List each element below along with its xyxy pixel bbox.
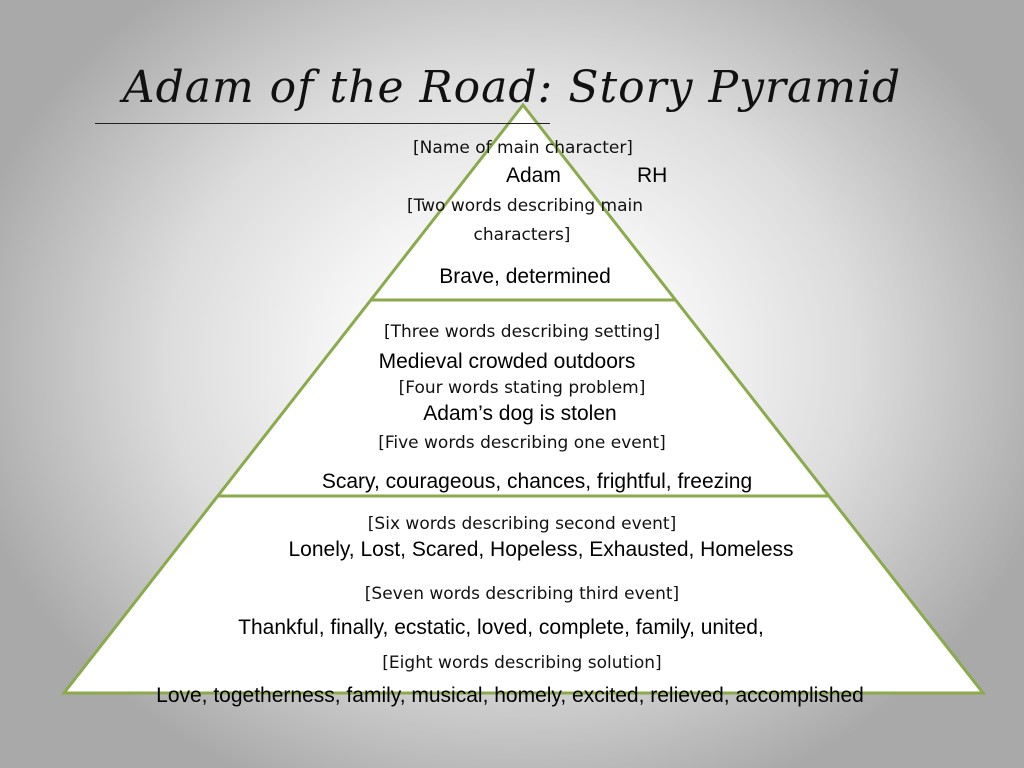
six-words-answer: Lonely, Lost, Scared, Hopeless, Exhauste…	[288, 538, 794, 561]
name-answer-adam: Adam	[506, 164, 561, 187]
two-words-prompt-line2: characters]	[473, 225, 571, 245]
four-words-answer: Adam’s dog is stolen	[423, 402, 617, 425]
three-words-answer: Medieval crowded outdoors	[378, 350, 636, 373]
seven-words-answer: Thankful, finally, ecstatic, loved, comp…	[238, 616, 764, 639]
two-words-answer: Brave, determined	[439, 265, 611, 288]
three-words-prompt: [Three words describing setting]	[384, 322, 660, 342]
pyramid-triangle	[60, 102, 987, 695]
title-underline	[95, 123, 550, 124]
five-words-prompt: [Five words describing one event]	[378, 433, 666, 453]
eight-words-prompt: [Eight words describing solution]	[382, 653, 662, 673]
seven-words-prompt: [Seven words describing third event]	[364, 584, 680, 604]
two-words-prompt-line1: [Two words describing main	[406, 196, 644, 216]
five-words-answer: Scary, courageous, chances, frightful, f…	[321, 470, 753, 493]
four-words-prompt: [Four words stating problem]	[398, 378, 646, 398]
slide-title: Adam of the Road: Story Pyramid	[122, 62, 902, 113]
six-words-prompt: [Six words describing second event]	[367, 514, 677, 534]
eight-words-answer: Love, togetherness, family, musical, hom…	[156, 684, 864, 707]
name-prompt: [Name of main character]	[413, 138, 633, 158]
name-answer-rh: RH	[637, 164, 668, 187]
